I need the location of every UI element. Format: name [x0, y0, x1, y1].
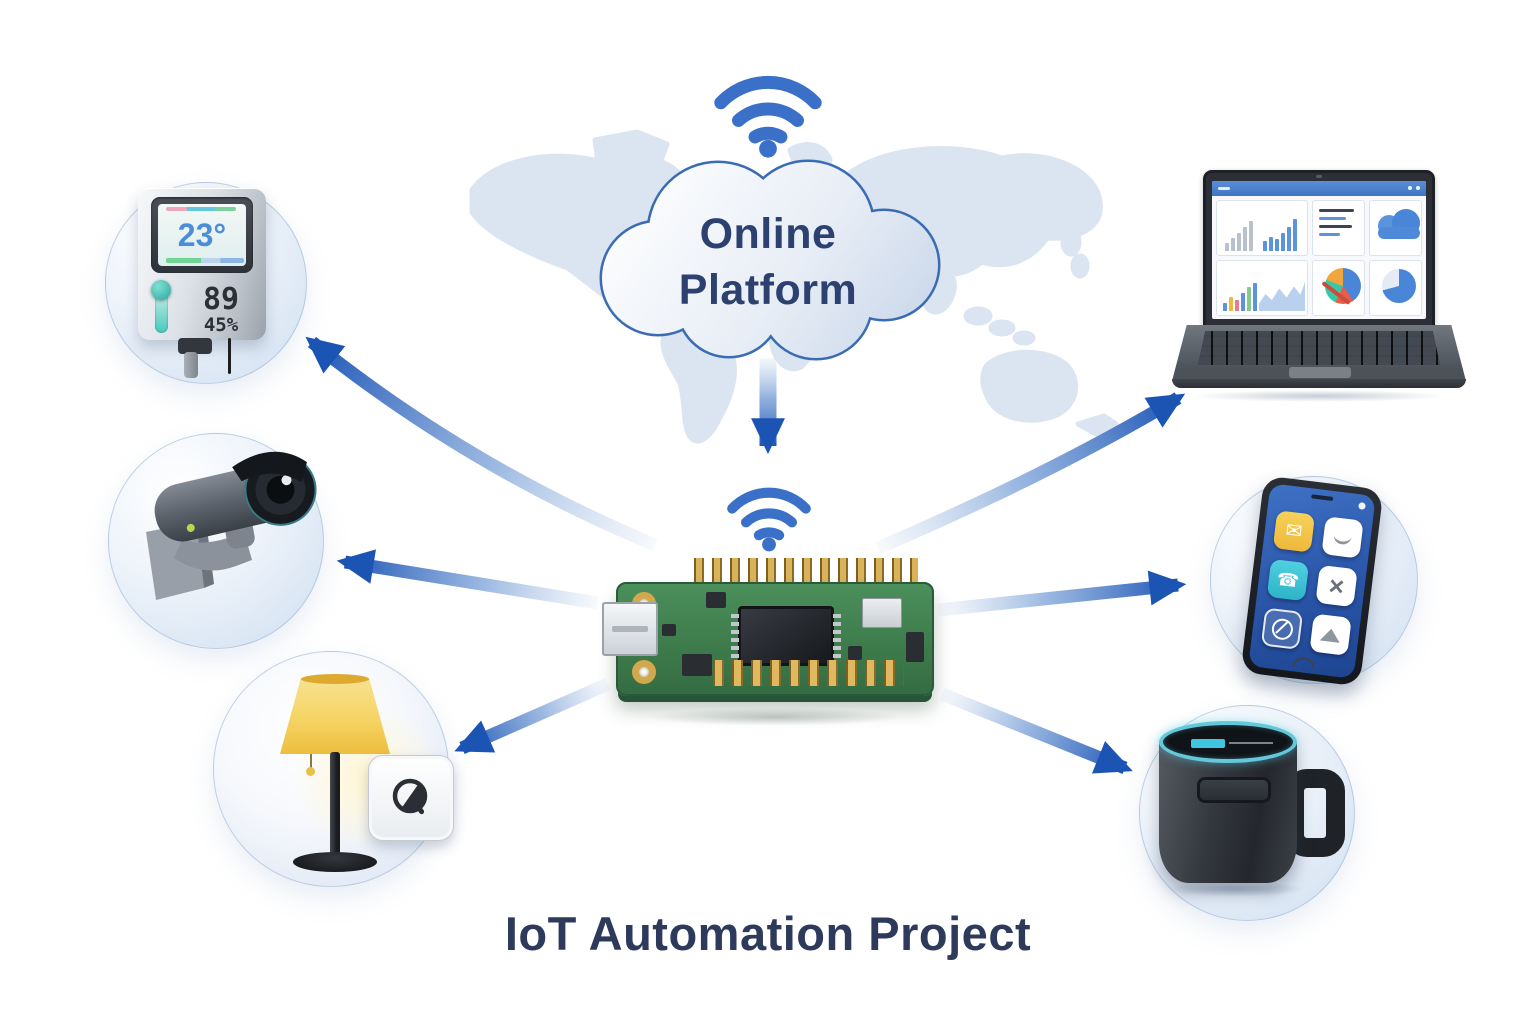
area-chart	[1259, 281, 1305, 311]
table-card	[1311, 200, 1365, 256]
arrow-board-to-camera	[336, 549, 600, 610]
lamp-switch-button	[368, 755, 454, 841]
smart-thermostat: 23° 89 45%	[138, 188, 272, 378]
thermostat-body: 23° 89 45%	[138, 188, 266, 340]
humidity-reading: 45%	[203, 314, 239, 336]
lamp-base	[293, 852, 377, 872]
speaker-level-bar	[1191, 739, 1225, 748]
dashboard-header-bar	[1212, 181, 1426, 196]
gpio-pins-bottom	[713, 660, 904, 686]
phone-camera-dot	[1358, 502, 1366, 510]
bar-chart-card	[1216, 200, 1308, 256]
wifi-icon	[714, 75, 822, 158]
pull-chain	[310, 754, 312, 768]
lamp-shade	[280, 678, 390, 754]
chat-app-icon	[1321, 516, 1364, 559]
wall-mount	[146, 522, 204, 600]
usb-connector	[602, 602, 658, 656]
online-platform-cloud	[599, 159, 941, 361]
arrow-board-to-lamp	[454, 678, 611, 754]
security-camera	[146, 451, 317, 600]
cloud-label: Online Platform	[566, 188, 970, 338]
dashboard-display	[1212, 181, 1426, 319]
camera-hood	[232, 451, 307, 482]
thermostat-plug	[178, 338, 212, 354]
wifi-icon	[727, 487, 811, 552]
home-indicator	[1292, 656, 1316, 670]
phone-screen: ✉ ☎ ×	[1248, 483, 1376, 679]
speaker-button	[1197, 777, 1271, 803]
laptop-keyboard	[1198, 331, 1440, 365]
phone-app-icon: ☎	[1266, 558, 1310, 602]
mcu-chip	[731, 606, 841, 666]
photos-app-icon	[1309, 613, 1352, 656]
arrow-board-to-phone	[937, 570, 1187, 617]
mounting-hole	[632, 660, 656, 684]
camera-led	[186, 523, 195, 532]
webcam-dot	[1316, 175, 1322, 178]
cloud-label-line2: Platform	[678, 266, 858, 314]
close-app-icon: ×	[1315, 564, 1358, 608]
page-title: IoT Automation Project	[504, 907, 1032, 960]
dial-switch-icon	[392, 778, 428, 815]
compass-app-icon	[1260, 607, 1304, 650]
laptop-screen	[1203, 170, 1435, 328]
temperature-value: 23°	[177, 216, 227, 253]
pie-chart-card	[1311, 260, 1365, 316]
thermostat-screen: 23°	[151, 197, 253, 273]
laptop-dashboard	[1172, 170, 1466, 404]
arrow-board-to-speaker	[939, 687, 1133, 775]
bars-area-card	[1216, 260, 1308, 316]
laptop-trackpad	[1289, 367, 1351, 378]
donut-chart-card	[1368, 260, 1422, 316]
lamp-pole	[330, 752, 340, 860]
board-shadow	[646, 708, 904, 726]
thermostat-slider-knob	[151, 280, 171, 300]
app-grid: ✉ ☎ ×	[1260, 510, 1364, 656]
pcb	[602, 582, 934, 696]
microcontroller-board	[602, 558, 934, 726]
arrow-board-to-thermostat	[305, 336, 658, 552]
smartphone: ✉ ☎ ×	[1240, 475, 1384, 687]
module-component	[862, 598, 902, 628]
camera-body	[154, 451, 317, 542]
arrow-board-to-laptop	[875, 392, 1186, 554]
speaker-led-ring	[1159, 721, 1297, 763]
smart-speaker	[1139, 705, 1353, 919]
mail-app-icon: ✉	[1272, 510, 1316, 553]
upper-reading: 89	[202, 282, 240, 317]
cloud-label-line1: Online	[699, 210, 837, 259]
cloud-chart-card	[1368, 200, 1422, 256]
